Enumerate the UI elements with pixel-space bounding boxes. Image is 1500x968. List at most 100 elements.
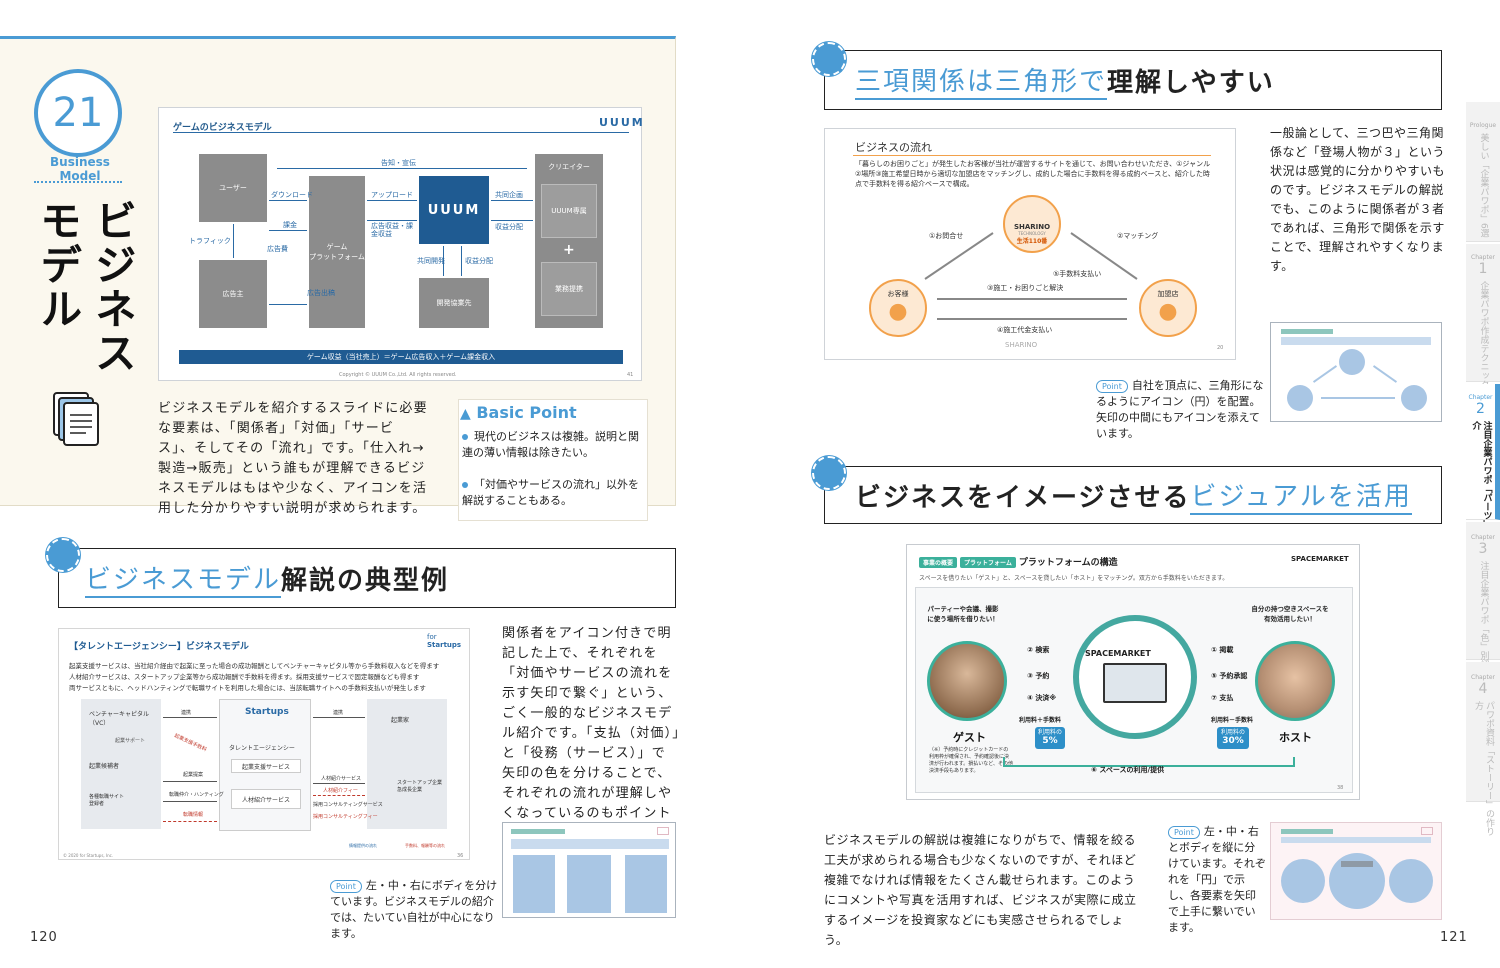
- guest-label: ゲスト: [953, 731, 986, 744]
- tab-text: 注目企業パワポ「色」別紹介: [1478, 561, 1489, 678]
- label-hr: 人材紹介サービス: [321, 776, 362, 782]
- slide-description: 「暮らしのお困りごと」が発生したお客様が当社が運営するサイトを通じて、お問い合わ…: [855, 160, 1211, 188]
- category-rule: [34, 181, 122, 183]
- tab-chapter-label: Chapter: [1468, 394, 1493, 401]
- person-icon: ●: [888, 299, 908, 324]
- plus-icon: +: [563, 242, 575, 258]
- tab-chapter-label: Prologue: [1469, 122, 1497, 129]
- slide-footer: © 2020 for Startups, Inc.: [63, 853, 114, 858]
- documents-icon: [48, 389, 108, 449]
- thumb-center-bar: [1341, 861, 1373, 867]
- advertiser-box: 広告主: [199, 260, 267, 328]
- intro-panel: 21 Business Model ビジネスモデル ゲームのビジネスモデル UU…: [0, 36, 676, 521]
- host-rate-caption: 利用料の: [1220, 729, 1245, 736]
- tab-text: 企業パワポ作成テクニック: [1478, 281, 1489, 389]
- slide-page-number: 36: [457, 853, 464, 859]
- game-business-model-slide: ゲームのビジネスモデル UUUM ユーザー 広告主 ゲーム プラットフォーム U…: [158, 107, 643, 381]
- label-inquiry: ①お問合せ: [929, 232, 964, 240]
- tab-text: パワポ資料「ストーリー」の作り方: [1473, 701, 1494, 836]
- host-rate-value: 30%: [1222, 736, 1244, 746]
- vc-support-label: 起業サポート: [115, 738, 146, 744]
- label-joint-dev: 共同開発: [417, 257, 445, 265]
- customer-circle: お客様 ●: [869, 279, 927, 337]
- revenue-formula-bar: ゲーム収益（当社売上）＝ゲーム広告収入＋ゲーム課金収入: [179, 350, 623, 364]
- point-text: 左・中・右とボディを縦に分けています。それぞれを「円」で示し、各要素を矢印で上手…: [1168, 825, 1266, 934]
- thumbs-up-icon: ▲: [460, 406, 471, 422]
- alliance-box: 業務提携: [541, 262, 597, 316]
- label-ad-fee: 広告費: [267, 245, 288, 253]
- tab-chapter-2[interactable]: Chapter 2 注目企業パワポ「パーツ」別紹介: [1466, 384, 1500, 547]
- label-matching: ②マッチング: [1117, 232, 1159, 240]
- slide-title: ゲームのビジネスモデル: [173, 123, 272, 133]
- arrow-scout: [163, 801, 217, 802]
- job-sites-label: 各種転職サイト 登録者: [89, 794, 125, 807]
- label-hr-fee: 人材紹介フィー: [323, 788, 358, 794]
- arrow-billing: [269, 230, 307, 231]
- title-rule: [853, 155, 1211, 156]
- thumb-logo: [1421, 827, 1433, 835]
- founder-candidate-label: 起業候補者: [89, 763, 120, 770]
- uuum-box: UUUM: [419, 176, 489, 244]
- thumb-title-bar: [511, 829, 565, 834]
- thumb-title-bar: [1281, 829, 1333, 834]
- visual-explanation-text: ビジネスモデルの解説は複雑になりがちで、情報を絞る工夫が求められる場合も少なくな…: [824, 833, 1137, 947]
- thumb-logo: [657, 827, 669, 835]
- arrow-link-left: [163, 717, 217, 718]
- layout-thumbnail-3: [1270, 822, 1442, 920]
- host-label: ホスト: [1279, 731, 1312, 744]
- slide-description: 起業支援サービスは、当社紹介経由で起業に至った場合の成功報酬としてベンチャーキャ…: [69, 661, 465, 694]
- point-badge: Point: [1168, 826, 1200, 839]
- vc-label: ベンチャーキャピタル（VC）: [89, 711, 149, 727]
- tab-prologue[interactable]: Prologue 美しい「企業パワポ」6選: [1466, 102, 1500, 242]
- slide-copyright: Copyright © UUUM Co.,Ltd. All rights res…: [339, 372, 457, 378]
- thumb-desc: [1281, 337, 1431, 345]
- intro-text: ビジネスモデルを紹介するスライドに必要な要素は、「関係者」「対価」「サービス」、…: [158, 401, 428, 516]
- tab-chapter-1[interactable]: Chapter 1 企業パワポ作成テクニック: [1466, 244, 1500, 389]
- guest-rate-badge: 利用料の 5%: [1035, 727, 1065, 749]
- payment-note: （※）予約時にクレジットカードの利用枠が確保され、予約確認後に決済が行われます。…: [929, 747, 1014, 774]
- arrow-hr: [313, 783, 365, 784]
- tab-chapter-3[interactable]: Chapter 3 注目企業パワポ「色」別紹介: [1466, 522, 1500, 678]
- arrow-traffic: [233, 224, 234, 258]
- basic-point-label: Basic Point: [476, 403, 577, 422]
- slide-page-number: 41: [627, 372, 634, 378]
- dev-partner-box: 開発協業先: [419, 278, 489, 328]
- logo-for: for: [427, 633, 437, 641]
- step-reserve: ③ 予約: [1027, 672, 1050, 680]
- thumb-center-body: [567, 855, 611, 913]
- page-number-left: 120: [30, 930, 58, 945]
- tab-chapter-label: Chapter: [1471, 254, 1495, 261]
- heading-highlight-2: 三角形で: [995, 61, 1108, 100]
- circle-label: 生活110番: [1016, 238, 1048, 245]
- label-billing: 課金: [283, 221, 297, 229]
- hand-pointer-icon: [812, 42, 846, 76]
- hand-pointer-icon: [46, 538, 80, 572]
- tab-chapter-4[interactable]: Chapter 4 パワポ資料「ストーリー」の作り方: [1466, 662, 1500, 836]
- basic-point-item: 現代のビジネスは複雑。説明と関連の薄い情報は除きたい。: [462, 429, 644, 461]
- guest-rate-caption: 利用料の: [1037, 729, 1062, 736]
- slide-title-rule: [173, 132, 629, 133]
- worker-icon: ●: [1158, 299, 1178, 324]
- basic-point-title: ▲ Basic Point: [460, 403, 577, 422]
- arrow-revenue-share: [491, 220, 533, 221]
- startup-label: スタートアップ企業 急成長企業: [397, 780, 443, 793]
- talent-agency-slide: 【タレントエージェンシー】ビジネスモデル for Startups 起業支援サー…: [58, 628, 470, 860]
- slide-title-row: 事業の概要プラットフォームプラットフォームの構造: [919, 555, 1118, 568]
- label-upload: アップロード: [371, 191, 413, 199]
- heading-text: 解説の典型例: [281, 565, 450, 596]
- founding-support-box: 起業支援サービス: [231, 759, 301, 773]
- label-ad-placement: 広告出稿: [307, 289, 335, 297]
- legend-fee: 手数料、報酬等の流れ: [405, 843, 445, 848]
- right-column-box: [367, 699, 447, 829]
- host-rate-badge: 利用料の 30%: [1217, 727, 1249, 749]
- thumb-right-line: [1372, 365, 1398, 383]
- hand-pointer-icon: [812, 456, 846, 490]
- guest-fee-label: 利用料＋手数料: [1019, 717, 1062, 724]
- arrow-ad-revenue: [367, 220, 417, 221]
- section-heading-typical-example: ビジネスモデル解説の典型例: [58, 548, 676, 608]
- triangle-explanation-text: 一般論として、三つ巴や三角関係など「登場人物が３」という状況は感覚的に分かりやす…: [1270, 126, 1446, 273]
- thumb-right-circle: [1389, 859, 1433, 903]
- logo-name: Startups: [427, 641, 462, 649]
